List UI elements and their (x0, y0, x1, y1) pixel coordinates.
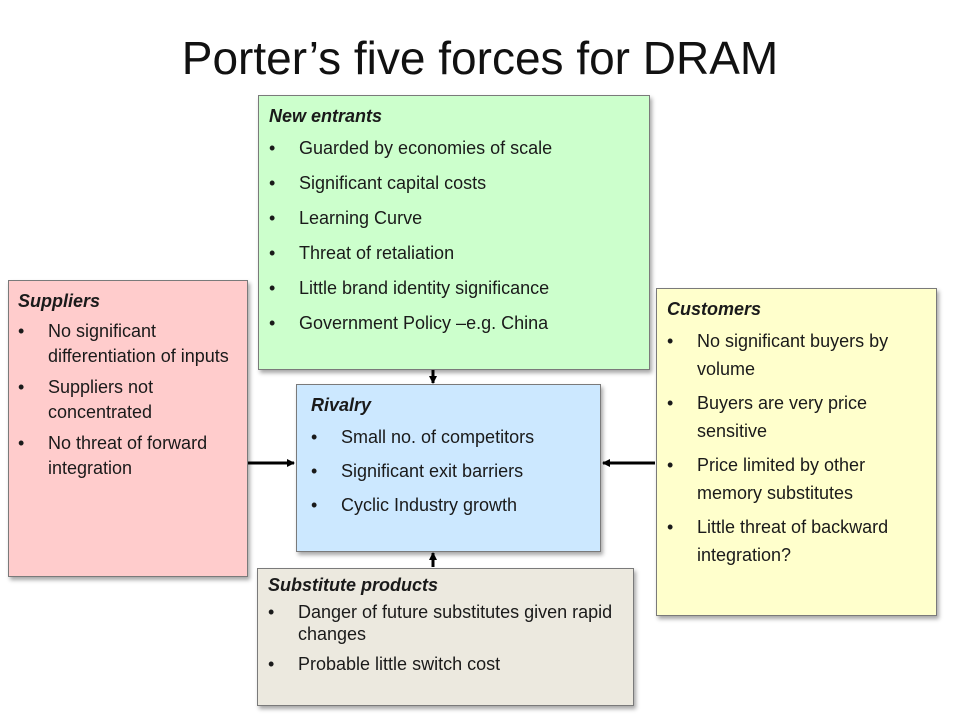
list-item: •Little threat of backward integration? (667, 513, 928, 569)
customers-list: •No significant buyers by volume •Buyers… (667, 327, 928, 569)
new-entrants-heading: New entrants (269, 106, 383, 126)
bullet: • (269, 173, 276, 193)
bullet: • (18, 321, 25, 341)
bullet: • (268, 602, 275, 622)
list-item: •Small no. of competitors (311, 427, 535, 447)
list-item: •Suppliers not concentrated (18, 377, 154, 422)
bullet: • (269, 278, 276, 298)
bullet: • (269, 138, 276, 158)
bullet: • (311, 427, 318, 447)
bullet: • (269, 208, 276, 228)
list-item: •Buyers are very price sensitive (667, 389, 928, 445)
rivalry-box: Rivalry •Small no. of competitors •Signi… (296, 384, 601, 552)
list-item: •No significant buyers by volume (667, 327, 928, 383)
list-item: •Cyclic Industry growth (311, 495, 518, 515)
list-item: •Significant exit barriers (311, 461, 524, 481)
page-title: Porter’s five forces for DRAM (181, 32, 779, 84)
bullet: • (18, 433, 25, 453)
bullet: • (269, 243, 276, 263)
bullet: • (18, 377, 25, 397)
customers-box: Customers •No significant buyers by volu… (656, 288, 937, 616)
substitute-products-heading: Substitute products (268, 575, 438, 595)
suppliers-list: •No significant differentiation of input… (18, 319, 239, 481)
list-item: •Threat of retaliation (269, 243, 455, 263)
substitute-products-box: Substitute products •Danger of future su… (257, 568, 634, 706)
list-item: •Price limited by other memory substitut… (667, 451, 928, 507)
list-item: •Guarded by economies of scale (269, 138, 553, 158)
bullet: • (667, 455, 674, 475)
bullet: • (268, 654, 275, 674)
list-item: •No threat of forward integration (18, 433, 208, 478)
list-item: •Probable little switch cost (268, 654, 501, 674)
list-item: •Little brand identity significance (269, 278, 550, 298)
list-item: •Learning Curve (269, 208, 423, 228)
bullet: • (667, 393, 674, 413)
list-item: •Significant capital costs (269, 173, 487, 193)
rivalry-heading: Rivalry (311, 395, 372, 415)
list-item: •No significant differentiation of input… (18, 321, 229, 366)
bullet: • (667, 517, 674, 537)
list-item: •Government Policy –e.g. China (269, 313, 549, 333)
list-item: •Danger of future substitutes given rapi… (268, 602, 613, 644)
suppliers-heading: Suppliers (18, 291, 101, 311)
substitute-products-list: •Danger of future substitutes given rapi… (268, 601, 623, 675)
bullet: • (311, 495, 318, 515)
new-entrants-list: •Guarded by economies of scale •Signific… (269, 136, 639, 335)
bullet: • (269, 313, 276, 333)
suppliers-box: Suppliers •No significant differentiatio… (8, 280, 248, 577)
customers-heading: Customers (667, 299, 762, 319)
rivalry-list: •Small no. of competitors •Significant e… (311, 425, 590, 517)
bullet: • (311, 461, 318, 481)
bullet: • (667, 331, 674, 351)
new-entrants-box: New entrants •Guarded by economies of sc… (258, 95, 650, 370)
